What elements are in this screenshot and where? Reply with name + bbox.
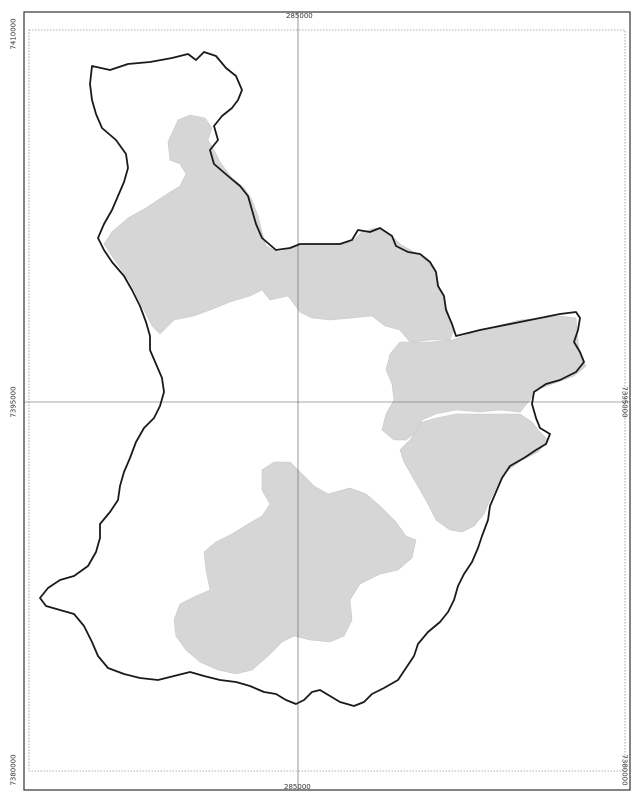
shaded-areas	[103, 114, 587, 675]
grid-label-left-bottom: 7380000	[9, 754, 18, 786]
grid-label-right-mid: 7395000	[620, 386, 629, 418]
grid-lines	[24, 12, 630, 790]
map-frame-inner	[28, 29, 626, 772]
shaded-area-east	[381, 315, 587, 441]
shaded-area-south	[173, 461, 417, 675]
grid-label-right-bottom: 7380000	[620, 754, 629, 786]
map-frame-outer	[23, 11, 631, 791]
shaded-area-southeast	[399, 413, 549, 533]
grid-label-top: 285000	[286, 12, 313, 20]
study-area-boundary	[39, 51, 585, 707]
grid-label-bottom: 285000	[284, 783, 311, 791]
shaded-area-north	[103, 114, 455, 343]
grid-label-left-top: 7410000	[9, 18, 18, 50]
grid-label-left-mid: 7395000	[9, 386, 18, 418]
